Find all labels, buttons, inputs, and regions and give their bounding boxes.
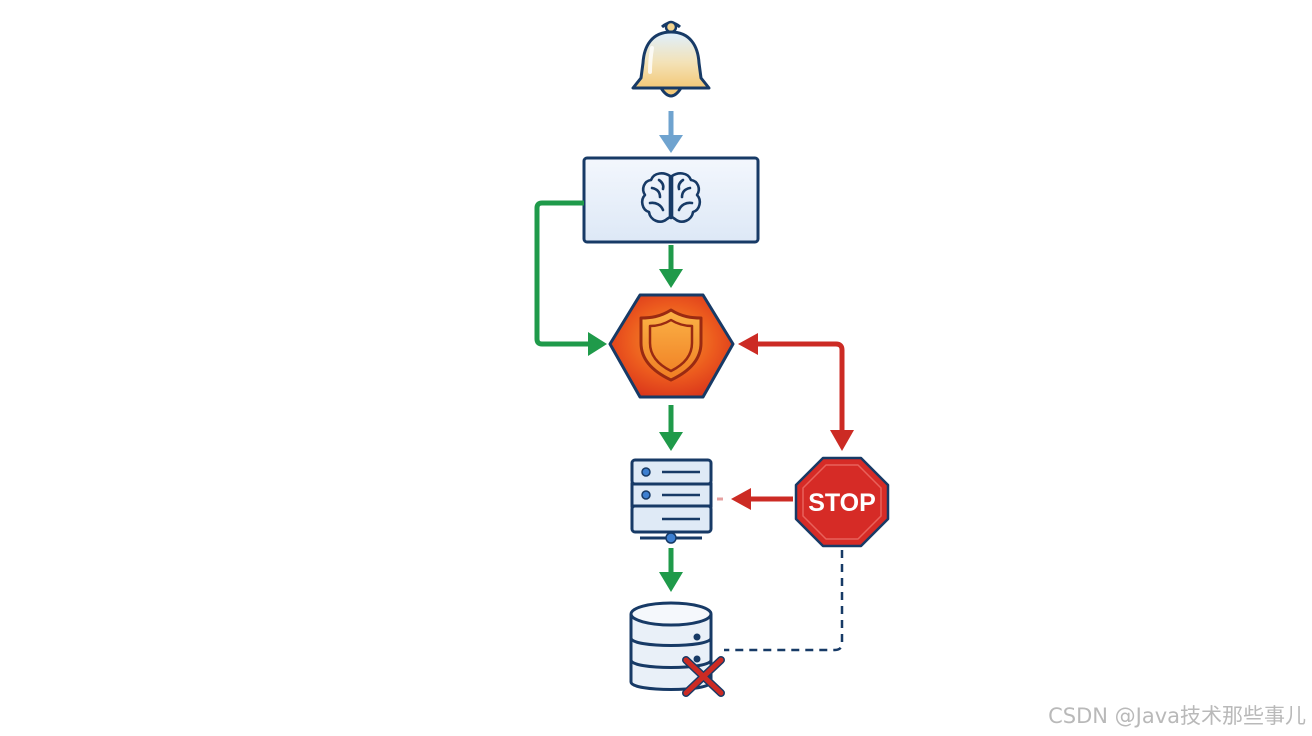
arrow-stop-to-server: [717, 488, 793, 510]
stop-sign-icon: STOP: [794, 456, 890, 548]
arrow-server-to-database: [659, 548, 683, 592]
blocked-path-stop-to-database: [724, 550, 844, 652]
security-gate: [608, 293, 735, 399]
arrow-shield-to-stop: [738, 333, 854, 451]
brain-icon: [640, 172, 702, 223]
server-icon: [630, 458, 713, 544]
arrow-shield-to-server: [659, 405, 683, 451]
arrow-bell-to-brain: [659, 111, 683, 153]
x-mark-icon: [682, 656, 725, 697]
stop-label: STOP: [808, 489, 876, 517]
shield-icon: [639, 308, 703, 382]
arrow-brain-bypass-to-shield: [534, 200, 607, 356]
bell-icon: [631, 20, 711, 98]
arrow-brain-to-shield: [659, 245, 683, 288]
analysis-box: [582, 156, 760, 244]
watermark: CSDN @Java技术那些事儿: [1048, 704, 1306, 728]
